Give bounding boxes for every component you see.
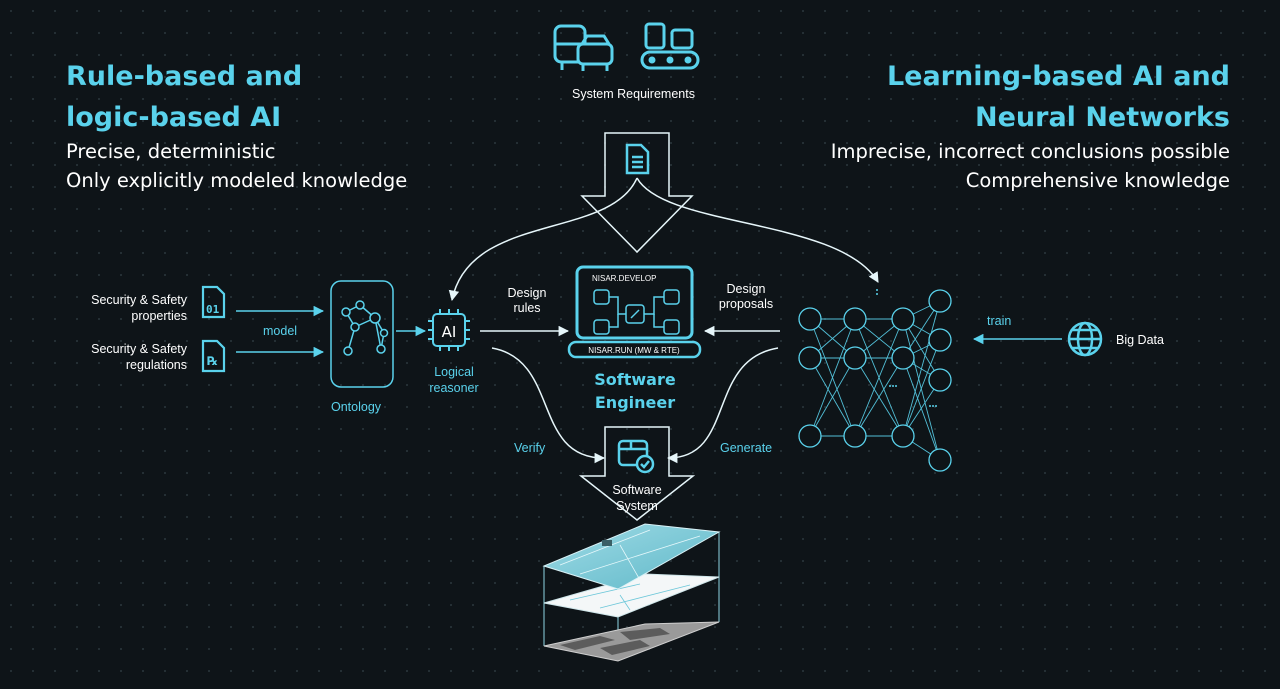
right-title-line2: Neural Networks bbox=[975, 102, 1230, 133]
package-check-icon bbox=[617, 439, 655, 474]
software-system-label-line2: System bbox=[616, 499, 658, 513]
neural-network-visual bbox=[798, 289, 952, 472]
generate-arrow bbox=[666, 347, 779, 464]
document-icon bbox=[625, 143, 650, 175]
ontology-graph-icon bbox=[341, 300, 389, 356]
generate-label: Generate bbox=[720, 441, 773, 455]
requirements-to-network-arrow bbox=[636, 177, 879, 283]
left-subtitle-line2: Only explicitly modeled knowledge bbox=[66, 169, 408, 192]
laptop-icon bbox=[567, 265, 702, 359]
globe-icon bbox=[1067, 321, 1103, 357]
laptop-base-label: NISAR.RUN (MW & RTE) bbox=[588, 346, 680, 355]
system-requirements-label: System Requirements bbox=[572, 87, 695, 101]
right-title-line1: Learning-based AI and bbox=[886, 61, 1230, 92]
ontology-box bbox=[330, 280, 394, 388]
security-properties-label-line1: Security & Safety bbox=[91, 293, 187, 307]
software-engineer-label-line1: Software bbox=[594, 370, 676, 389]
design-proposals-label-line1: Design bbox=[726, 282, 766, 296]
right-subtitle-line1: Imprecise, incorrect conclusions possibl… bbox=[830, 140, 1230, 163]
design-rules-label-line1: Design bbox=[507, 286, 547, 300]
regulation-document-icon: ℞ bbox=[201, 339, 226, 373]
software-system-label-line1: Software bbox=[612, 483, 662, 497]
transport-icon bbox=[553, 24, 614, 71]
svg-text:℞: ℞ bbox=[207, 354, 218, 368]
right-subtitle-line2: Comprehensive knowledge bbox=[965, 169, 1230, 192]
security-properties-label-line2: properties bbox=[131, 309, 187, 323]
ai-chip-icon bbox=[428, 309, 470, 351]
security-regulations-label-line2: regulations bbox=[125, 358, 187, 372]
left-title-line1: Rule-based and bbox=[66, 61, 303, 92]
binary-document-icon: 01 bbox=[201, 285, 226, 319]
logical-reasoner-label-line2: reasoner bbox=[429, 381, 479, 395]
svg-text:01: 01 bbox=[206, 303, 220, 316]
ontology-label: Ontology bbox=[331, 400, 382, 414]
verify-arrow bbox=[491, 347, 606, 464]
train-label: train bbox=[987, 314, 1012, 328]
big-data-label: Big Data bbox=[1116, 333, 1164, 347]
ai-chip-text: AI bbox=[442, 323, 457, 341]
requirements-arrow bbox=[580, 132, 694, 254]
security-regulations-label-line1: Security & Safety bbox=[91, 342, 187, 356]
laptop-title: NISAR.DEVELOP bbox=[592, 274, 656, 283]
design-proposals-label-line2: proposals bbox=[718, 297, 774, 311]
system-layers-visual bbox=[542, 523, 721, 662]
conveyor-icon bbox=[640, 22, 700, 70]
left-subtitle-line1: Precise, deterministic bbox=[66, 140, 276, 163]
software-engineer-label-line2: Engineer bbox=[594, 393, 676, 412]
design-rules-label-line2: rules bbox=[513, 301, 541, 315]
logical-reasoner-label-line1: Logical bbox=[434, 365, 474, 379]
left-title-line2: logic-based AI bbox=[66, 102, 282, 133]
verify-label: Verify bbox=[514, 441, 546, 455]
requirements-to-reasoner-arrow bbox=[448, 177, 638, 302]
software-system-arrow bbox=[578, 426, 696, 521]
model-label: model bbox=[263, 324, 298, 338]
